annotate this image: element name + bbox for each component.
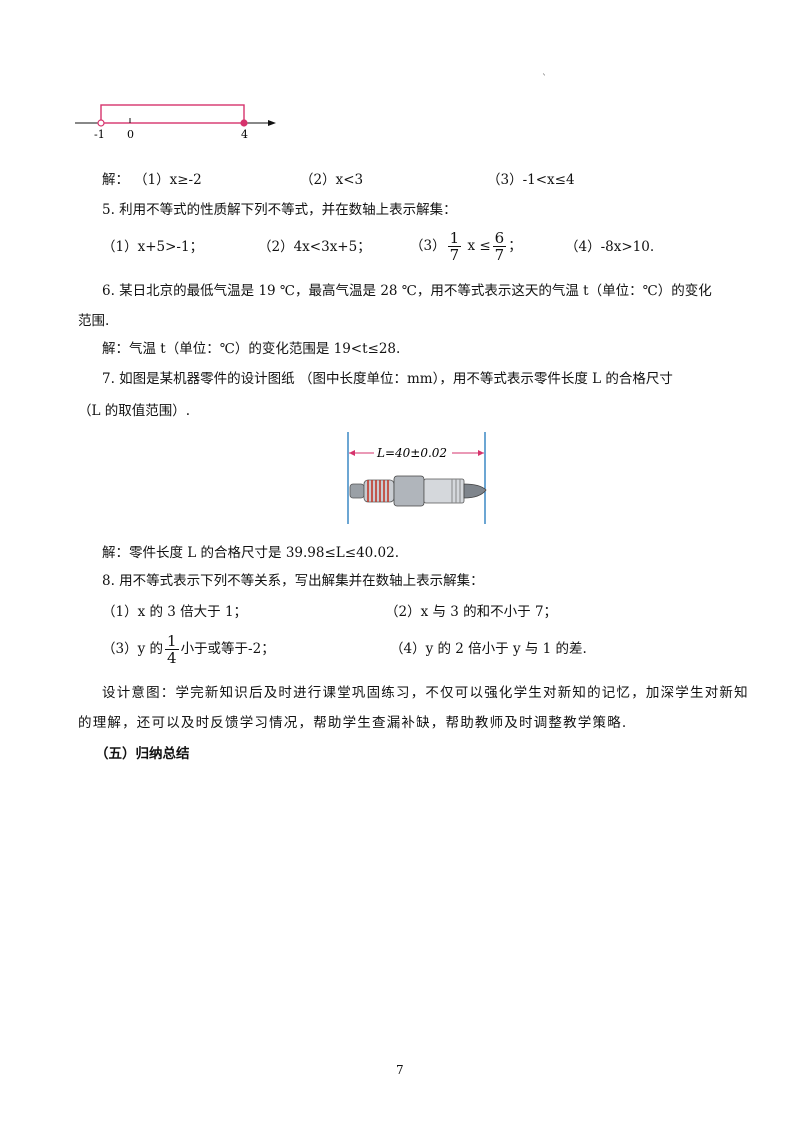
q7-line-1: 7. 如图是某机器零件的设计图纸 （图中长度单位：mm），用不等式表示零件长度 … — [102, 371, 673, 387]
q7-answer: 解：零件长度 L 的合格尺寸是 39.98≤L≤40.02. — [102, 545, 400, 561]
q8-title: 8. 用不等式表示下列不等关系，写出解集并在数轴上表示解集： — [102, 573, 484, 589]
answer-2: （2）x<3 — [300, 172, 364, 188]
q7-line-2: （L 的取值范围）. — [78, 403, 191, 419]
answer-3: （3）-1<x≤4 — [487, 172, 575, 188]
q5-part-4: （4）-8x>10. — [565, 239, 655, 255]
plug-tip — [349, 483, 365, 499]
q5-part-1: （1）x+5>-1； — [102, 239, 204, 255]
answer-label: 解： — [102, 172, 129, 188]
q6-answer: 解：气温 t（单位：℃）的变化范围是 19<t≤28. — [102, 341, 401, 357]
tick-label: 4 — [241, 128, 248, 141]
fraction-denominator: 7 — [449, 246, 460, 264]
plug-hex-nut — [393, 475, 425, 507]
open-endpoint — [97, 119, 105, 127]
number-line-arrow — [268, 120, 276, 126]
dimension-label: L=40±0.02 — [376, 446, 447, 460]
q5-part-3-suffix: ； — [508, 238, 522, 254]
answer-1: （1）x≥-2 — [134, 172, 202, 188]
q8-part-2: （2）x 与 3 的和不小于 7； — [385, 604, 558, 620]
plug-thread-coil — [367, 480, 389, 502]
fraction-numerator: 6 — [492, 229, 507, 247]
q6-line-2: 范围. — [78, 313, 110, 329]
stray-mark: ` — [542, 74, 547, 85]
plug-body — [423, 478, 465, 504]
design-intent-line-1: 设计意图：学完新知识后及时进行课堂巩固练习，不仅可以强化学生对新知的记忆，加深学… — [102, 685, 749, 701]
q5-part-3-prefix: （3） — [410, 238, 446, 254]
closed-endpoint — [240, 119, 248, 127]
fraction-denominator: 7 — [494, 246, 505, 264]
machine-part-figure: L=40±0.02 — [347, 432, 487, 524]
number-line-figure: -1 0 4 — [75, 104, 276, 141]
q8-part-3-suffix: 小于或等于-2； — [180, 641, 275, 657]
q5-title: 5. 利用不等式的性质解下列不等式，并在数轴上表示解集： — [102, 202, 457, 218]
fraction-numerator: 1 — [165, 632, 179, 650]
fraction-numerator: 1 — [447, 229, 462, 247]
q8-part-1: （1）x 的 3 倍大于 1； — [102, 604, 248, 620]
arrowhead-left — [349, 450, 355, 456]
section-heading: （五）归纳总结 — [95, 746, 190, 762]
plug-body-threads — [451, 479, 461, 503]
q8-part-4: （4）y 的 2 倍小于 y 与 1 的差. — [390, 641, 587, 657]
q6-line-1: 6. 某日北京的最低气温是 19 ℃，最高气温是 28 ℃，用不等式表示这天的气… — [102, 283, 712, 299]
q5-part-3-middle: x ≤ — [467, 238, 491, 254]
design-intent-line-2: 的理解，还可以及时反馈学习情况，帮助学生查漏补缺，帮助教师及时调整教学策略. — [78, 715, 628, 731]
q8-part-3-prefix: （3）y 的 — [102, 641, 164, 657]
q5-part-2: （2）4x<3x+5； — [258, 239, 371, 255]
solution-interval-bracket — [100, 104, 245, 124]
fraction-denominator: 4 — [167, 649, 177, 667]
tick-label: 0 — [127, 128, 134, 141]
page-number: 7 — [396, 1063, 404, 1077]
arrowhead-right — [478, 450, 484, 456]
plug-electrode — [463, 483, 487, 499]
tick-label: -1 — [94, 128, 105, 141]
